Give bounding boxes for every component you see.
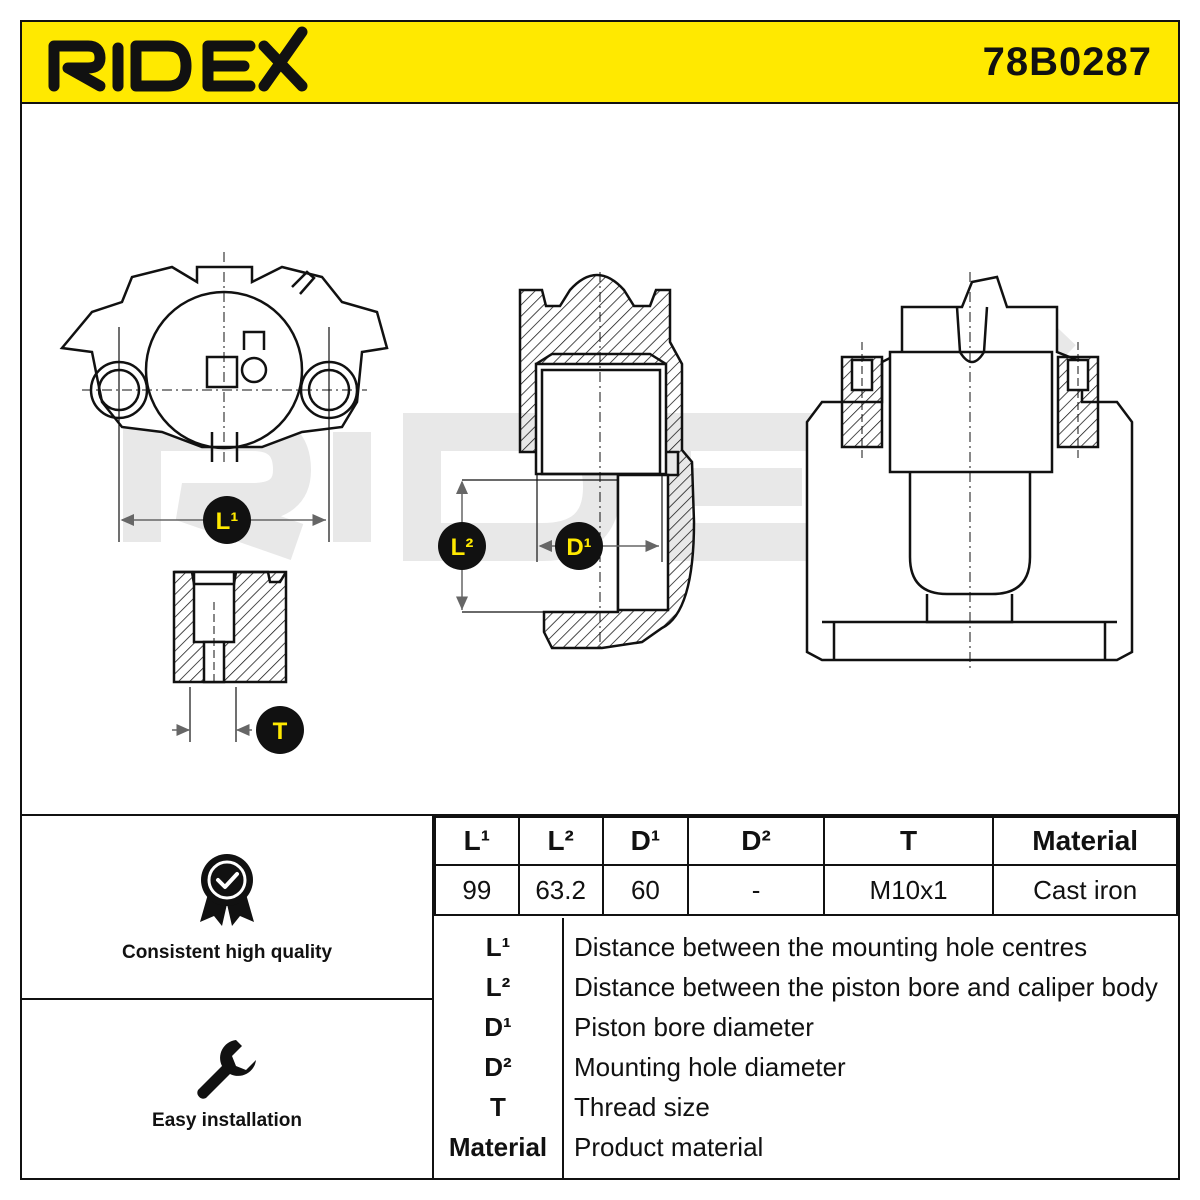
thread-detail [172,570,288,742]
spec-value-material: Cast iron [992,864,1178,916]
caliper-front-view [805,272,1134,672]
legend-key: L¹ [485,932,511,962]
l1-badge: L¹ [216,508,239,535]
legend-key: D¹ [484,1012,512,1042]
spec-header-l1: L¹ [434,816,520,866]
feature-quality-label: Consistent high quality [121,942,333,963]
legend-row: Material Product material [434,1132,1178,1172]
legend-key: T [490,1092,506,1122]
product-sheet: 78B0287 [20,20,1180,1180]
caliper-diagram: L¹ T [59,252,1134,754]
feature-installation: Easy installation [22,1000,432,1180]
spec-header-t: T [822,816,995,866]
legend-desc: Distance between the mounting hole centr… [574,932,1088,962]
legend-row: L¹ Distance between the mounting hole ce… [434,932,1178,972]
legend-key: Material [448,1132,548,1162]
t-dimension: T [256,706,304,754]
spec-value-d2: - [687,864,825,916]
info-section: Consistent high quality Easy installatio… [22,814,1178,1180]
spec-value-l2: 63.2 [517,864,604,916]
spec-header-d1: D¹ [601,816,690,866]
l1-dimension: L¹ [120,496,326,544]
legend-row: D² Mounting hole diameter [434,1052,1178,1092]
legend-row: L² Distance between the piston bore and … [434,972,1178,1012]
spec-header-row: L¹ L² D¹ D² T Material [434,816,1178,866]
feature-quality: Consistent high quality [22,816,432,1000]
l2-dimension: L² [438,480,486,610]
part-number: 78B0287 [982,40,1152,84]
d1-dimension: D¹ [538,522,659,570]
caliper-cross-section [462,272,696,652]
spec-header-d2: D² [687,816,825,866]
t-badge: T [273,718,288,745]
legend-desc: Thread size [574,1092,710,1122]
legend-desc: Mounting hole diameter [574,1052,846,1082]
ridex-logo [48,26,308,92]
spec-header-material: Material [992,816,1178,866]
legend-desc: Product material [574,1132,764,1162]
caliper-top-view [59,252,389,542]
spec-header-l2: L² [517,816,604,866]
legend-key: D² [484,1052,512,1082]
spec-value-l1: 99 [434,864,520,916]
legend-desc: Piston bore diameter [574,1012,814,1042]
spec-value-d1: 60 [601,864,690,916]
spec-value-row: 99 63.2 60 - M10x1 Cast iron [434,864,1178,916]
features-panel: Consistent high quality Easy installatio… [22,816,434,1180]
legend-row: D¹ Piston bore diameter [434,1012,1178,1052]
legend-desc: Distance between the piston bore and cal… [574,972,1158,1002]
feature-installation-label: Easy installation [152,1110,302,1131]
quality-badge-icon [200,854,254,926]
spec-table: L¹ L² D¹ D² T Material 99 63.2 60 - M10x… [434,816,1178,916]
legend-row: T Thread size [434,1092,1178,1132]
legend: L¹ Distance between the mounting hole ce… [434,918,1178,1180]
spec-value-t: M10x1 [822,864,995,916]
d1-badge: D¹ [566,534,591,561]
legend-divider [562,918,564,1180]
legend-key: L² [485,972,511,1002]
wrench-icon [197,1040,256,1099]
l2-badge: L² [451,534,474,561]
technical-drawing: L¹ T [22,102,1178,814]
header-bar: 78B0287 [22,22,1178,104]
